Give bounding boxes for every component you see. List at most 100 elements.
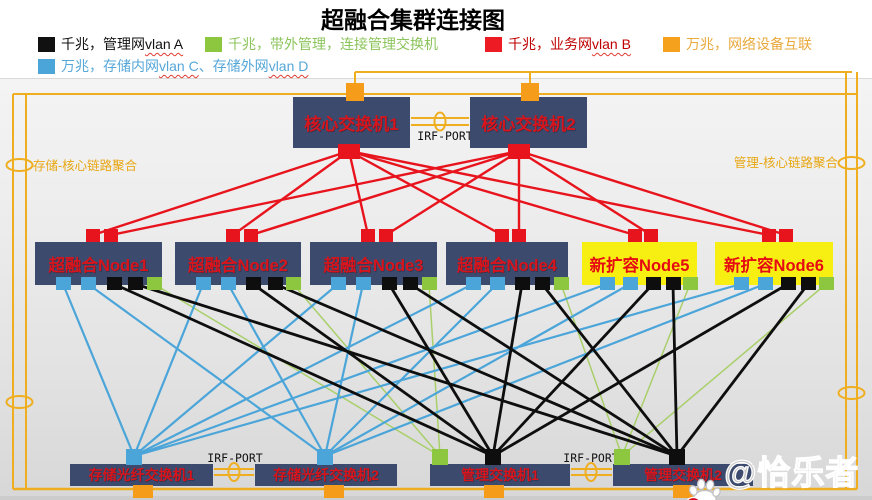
legend-label: 千兆，管理网vlan A bbox=[61, 36, 184, 52]
node-red-port-icon bbox=[512, 229, 526, 242]
node-blue-port-icon bbox=[221, 277, 236, 290]
wire-blue bbox=[133, 282, 608, 458]
node-black-port-icon bbox=[268, 277, 283, 290]
switch-green-port-icon bbox=[614, 449, 630, 465]
legend-swatch-icon bbox=[485, 36, 502, 52]
node-red-port-icon bbox=[244, 229, 258, 242]
node-red-port-icon bbox=[628, 229, 642, 242]
node-box-label: 超融合Node4 bbox=[457, 256, 557, 275]
wire-red bbox=[110, 149, 520, 237]
irf-ellipse bbox=[433, 111, 447, 132]
wire-black bbox=[409, 282, 678, 458]
wire-red bbox=[385, 149, 520, 237]
wire-red bbox=[518, 149, 652, 237]
watermark-handle: @恰乐者乐 bbox=[724, 453, 860, 491]
wire-black bbox=[113, 282, 494, 458]
slide-bottom-edge bbox=[0, 496, 872, 500]
node-blue-port-icon bbox=[466, 277, 481, 290]
node-black-port-icon bbox=[781, 277, 796, 290]
aggregation-label: 存储-核心链路聚合 bbox=[33, 158, 138, 173]
wire-red bbox=[232, 150, 350, 236]
core-switch-box-label: 核心交换机1 bbox=[304, 115, 399, 134]
node-blue-port-icon bbox=[758, 277, 773, 290]
node-blue-port-icon bbox=[81, 277, 96, 290]
wire-red bbox=[348, 149, 503, 237]
legend-item: 万兆，存储内网vlan C、存储外网vlan D bbox=[38, 56, 308, 76]
node-box-label: 超融合Node3 bbox=[323, 256, 424, 275]
bottom-switch-box-label: 管理交换机1 bbox=[461, 467, 539, 483]
node-green-port-icon bbox=[819, 277, 834, 290]
business-red-port-icon bbox=[508, 144, 530, 159]
legend-item: 万兆，网络设备互联 bbox=[663, 34, 812, 54]
wire-blue bbox=[87, 283, 326, 457]
link-aggregation-ellipse bbox=[5, 395, 34, 409]
bottom-switch-box-label: 存储光纤交换机1 bbox=[88, 467, 195, 483]
switch-blue-port-icon bbox=[126, 449, 142, 465]
node-red-port-icon bbox=[86, 229, 100, 242]
legend-item: 千兆，业务网vlan B bbox=[485, 34, 631, 54]
node-blue-port-icon bbox=[490, 277, 505, 290]
switch-blue-port-icon bbox=[317, 449, 333, 465]
wire-blue bbox=[61, 283, 136, 457]
node-black-port-icon bbox=[646, 277, 661, 290]
node-blue-port-icon bbox=[600, 277, 615, 290]
wire-red bbox=[348, 149, 636, 237]
irf-ellipse bbox=[227, 462, 241, 482]
wire-black bbox=[675, 283, 810, 457]
wire-green bbox=[292, 283, 441, 457]
node-red-port-icon bbox=[644, 229, 658, 242]
node-black-port-icon bbox=[246, 277, 261, 290]
node-box-label: 超融合Node2 bbox=[188, 256, 288, 275]
wire-red bbox=[347, 150, 370, 236]
node-black-port-icon bbox=[107, 277, 122, 290]
irf-port-label: IRF-PORT bbox=[207, 451, 262, 465]
irf-port-label: IRF-PORT bbox=[417, 129, 472, 143]
node-black-port-icon bbox=[128, 277, 143, 290]
wire-black bbox=[491, 283, 524, 457]
node-blue-port-icon bbox=[56, 277, 71, 290]
core-switch-box: 核心交换机2 bbox=[470, 97, 587, 148]
link-aggregation-ellipse bbox=[5, 158, 34, 172]
wire-red bbox=[250, 149, 520, 237]
node-blue-port-icon bbox=[734, 277, 749, 290]
business-red-port-icon bbox=[338, 144, 360, 159]
legend-swatch-icon bbox=[663, 36, 680, 52]
switch-orange-port-icon bbox=[133, 485, 153, 498]
node-green-port-icon bbox=[286, 277, 301, 290]
node-box-label: 超融合Node1 bbox=[48, 256, 149, 275]
wire-black bbox=[671, 283, 679, 457]
node-blue-port-icon bbox=[331, 277, 346, 290]
node-blue-port-icon bbox=[623, 277, 638, 290]
uplink-orange-port-icon bbox=[346, 83, 364, 101]
legend-item: 千兆，管理网vlan A bbox=[38, 34, 183, 54]
switch-orange-port-icon bbox=[324, 485, 344, 498]
legend-swatch-icon bbox=[205, 36, 222, 52]
bottom-switch-box: 存储光纤交换机1 bbox=[70, 464, 213, 486]
node-red-port-icon bbox=[361, 229, 375, 242]
wire-blue bbox=[133, 283, 339, 457]
node-blue-port-icon bbox=[196, 277, 211, 290]
node-box-label: 新扩容Node6 bbox=[724, 256, 824, 275]
node-red-port-icon bbox=[379, 229, 393, 242]
bottom-switch-box: 管理交换机1 bbox=[430, 464, 570, 486]
uplink-orange-port-icon bbox=[521, 83, 539, 101]
node-black-port-icon bbox=[382, 277, 397, 290]
node-black-port-icon bbox=[666, 277, 681, 290]
node-red-port-icon bbox=[762, 229, 776, 242]
switch-orange-port-icon bbox=[484, 485, 504, 498]
wire-blue bbox=[132, 283, 205, 457]
node-green-port-icon bbox=[554, 277, 569, 290]
wire-green bbox=[153, 283, 441, 457]
wire-black bbox=[540, 283, 679, 457]
wire-black bbox=[134, 282, 678, 458]
wire-black bbox=[492, 282, 789, 458]
node-green-port-icon bbox=[147, 277, 162, 290]
wire-black bbox=[387, 283, 495, 457]
node-red-port-icon bbox=[779, 229, 793, 242]
wire-blue bbox=[133, 282, 742, 458]
legend-label: 万兆，存储内网vlan C、存储外网vlan D bbox=[61, 58, 309, 74]
legend-label: 千兆，带外管理，连接管理交换机 bbox=[228, 36, 438, 52]
node-black-port-icon bbox=[535, 277, 550, 290]
wire-blue bbox=[227, 283, 326, 457]
